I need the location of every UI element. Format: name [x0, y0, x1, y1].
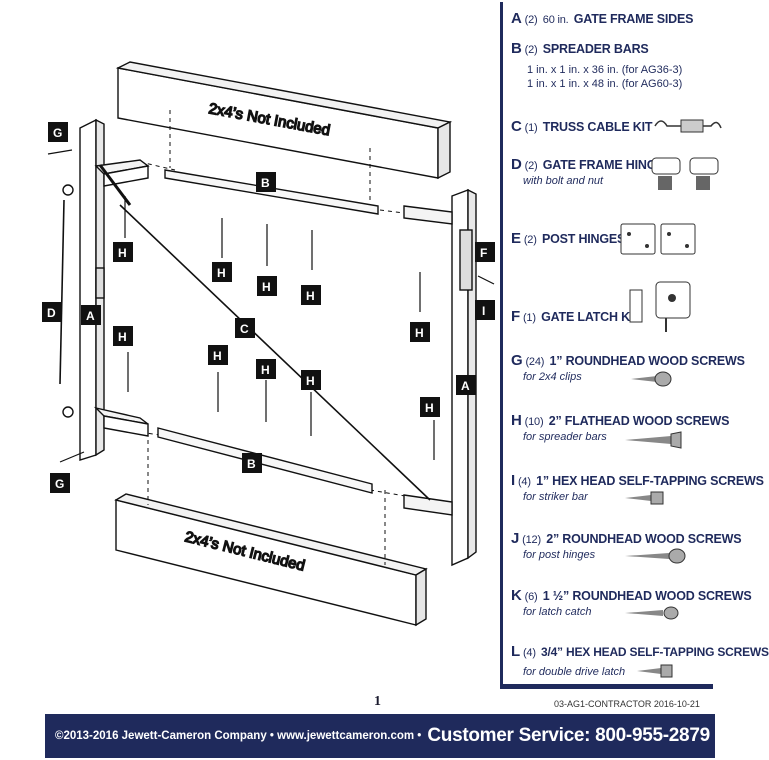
svg-text:H: H — [425, 401, 434, 415]
callout-b-bottom: B — [242, 453, 262, 473]
customer-service-text: Customer Service: 800-955-2879 — [427, 725, 710, 746]
svg-text:H: H — [306, 289, 315, 303]
gate-assembly-diagram: 2x4’s Not Included 2x4’s Not Included — [42, 61, 495, 627]
callout-h: H — [113, 326, 133, 346]
callout-i: I — [475, 300, 495, 320]
roundhead-screw-icon — [625, 606, 679, 620]
callout-h: H — [301, 285, 321, 305]
top-2x4-board: 2x4’s Not Included — [115, 61, 453, 180]
svg-text:G: G — [55, 477, 64, 491]
svg-text:H: H — [261, 363, 270, 377]
callout-d: D — [42, 302, 62, 322]
panel-bottom-rule — [500, 684, 713, 689]
part-d: D(2) GATE FRAME HINGES with bolt and nut — [511, 156, 719, 190]
callout-g-top: G — [48, 122, 68, 142]
hinge-spacing-arrow — [59, 199, 65, 385]
svg-text:C: C — [240, 322, 249, 336]
truss-cable-kit-icon — [654, 119, 722, 133]
post-hinge-icon — [620, 223, 696, 255]
part-f: F(1) GATE LATCH KIT — [511, 281, 716, 332]
footer-bar: ©2013-2016 Jewett-Cameron Company • www.… — [45, 714, 715, 758]
callout-a-left: A — [81, 305, 101, 325]
svg-text:A: A — [86, 309, 95, 323]
part-j: J(12) 2” ROUNDHEAD WOOD SCREWS for post … — [511, 530, 742, 564]
callout-h: H — [410, 322, 430, 342]
part-l: L(4) 3/4” HEX HEAD SELF-TAPPING SCREWS f… — [511, 643, 769, 678]
bottom-spreader-bar — [157, 427, 373, 494]
hex-head-screw-icon — [637, 664, 673, 678]
callout-h: H — [208, 345, 228, 365]
part-g: G(24) 1” ROUNDHEAD WOOD SCREWS for 2x4 c… — [511, 352, 745, 387]
svg-text:D: D — [47, 306, 56, 320]
svg-text:H: H — [217, 266, 226, 280]
callout-f: F — [475, 242, 495, 262]
hex-head-screw-icon — [625, 491, 664, 505]
callout-h: H — [212, 262, 232, 282]
callout-h: H — [113, 242, 133, 262]
gate-frame-hinge-icon — [651, 157, 719, 190]
gate-latch-kit-icon — [629, 281, 691, 332]
part-a: A(2) 60 in. GATE FRAME SIDES — [511, 10, 694, 27]
truss-cable — [119, 204, 431, 501]
part-b: B(2) SPREADER BARS 1 in. x 1 in. x 36 in… — [511, 40, 683, 90]
callout-c: C — [235, 318, 255, 338]
callout-a-right: A — [456, 375, 476, 395]
part-k: K(6) 1 ½” ROUNDHEAD WOOD SCREWS for latc… — [511, 587, 752, 620]
part-c: C(1) TRUSS CABLE KIT — [511, 118, 722, 135]
screw-icons — [47, 149, 495, 463]
callout-b-top: B — [256, 172, 276, 192]
svg-text:H: H — [118, 330, 127, 344]
svg-text:I: I — [482, 304, 485, 318]
part-e: E(2) POST HINGES — [511, 223, 716, 255]
left-frame-side — [79, 118, 150, 461]
callout-h: H — [420, 397, 440, 417]
svg-text:H: H — [213, 349, 222, 363]
svg-text:B: B — [261, 176, 270, 190]
svg-text:H: H — [306, 374, 315, 388]
svg-text:F: F — [480, 246, 487, 260]
copyright-text: ©2013-2016 Jewett-Cameron Company • www.… — [55, 730, 422, 742]
callout-h: H — [256, 359, 276, 379]
roundhead-screw-icon — [625, 548, 686, 564]
flathead-screw-icon — [625, 431, 682, 449]
parts-list-panel: A(2) 60 in. GATE FRAME SIDES B(2) SPREAD… — [500, 2, 769, 689]
callout-h: H — [257, 276, 277, 296]
svg-text:H: H — [415, 326, 424, 340]
bottom-2x4-board: 2x4’s Not Included — [114, 493, 428, 627]
part-i: I(4) 1” HEX HEAD SELF-TAPPING SCREWS for… — [511, 472, 764, 505]
callout-g-bottom: G — [50, 473, 70, 493]
svg-text:H: H — [118, 246, 127, 260]
part-h: H(10) 2” FLATHEAD WOOD SCREWS for spread… — [511, 412, 729, 449]
svg-text:B: B — [247, 457, 256, 471]
svg-text:G: G — [53, 126, 62, 140]
svg-text:H: H — [262, 280, 271, 294]
roundhead-screw-icon — [631, 371, 672, 387]
document-code: 03-AG1-CONTRACTOR 2016-10-21 — [554, 699, 700, 709]
svg-text:A: A — [461, 379, 470, 393]
page-number: 1 — [374, 694, 381, 709]
callout-h: H — [301, 370, 321, 390]
